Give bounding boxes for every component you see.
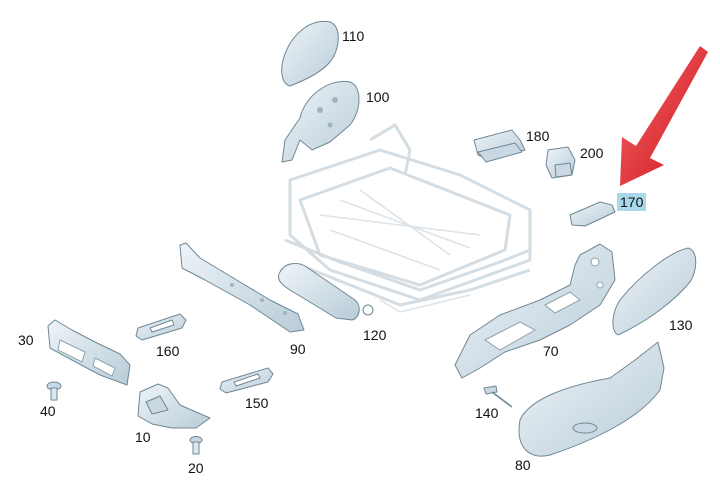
- label-180: 180: [526, 128, 550, 144]
- pointer-arrow: [620, 46, 708, 186]
- label-40: 40: [40, 403, 56, 419]
- label-30: 30: [18, 332, 34, 348]
- label-150: 150: [245, 395, 269, 411]
- part-170[interactable]: [569, 201, 616, 227]
- part-30[interactable]: [47, 319, 131, 386]
- part-130[interactable]: [612, 247, 697, 336]
- label-110: 110: [342, 28, 365, 44]
- label-70: 70: [543, 343, 559, 359]
- part-120[interactable]: [277, 263, 360, 321]
- part-90[interactable]: [179, 242, 305, 333]
- label-140: 140: [475, 405, 499, 421]
- part-70[interactable]: [454, 243, 616, 379]
- label-120: 120: [363, 327, 387, 343]
- part-80[interactable]: [518, 341, 665, 457]
- seat-frame: [284, 123, 532, 313]
- part-110[interactable]: [281, 20, 339, 87]
- part-40[interactable]: [46, 381, 62, 401]
- part-20[interactable]: [189, 436, 203, 455]
- label-20: 20: [188, 460, 204, 476]
- label-80: 80: [515, 457, 531, 473]
- part-10[interactable]: [137, 383, 211, 429]
- part-100[interactable]: [281, 80, 360, 163]
- label-10: 10: [135, 429, 151, 445]
- label-90: 90: [290, 341, 306, 357]
- label-200: 200: [580, 145, 604, 161]
- part-140[interactable]: [483, 385, 513, 408]
- label-100: 100: [366, 89, 390, 105]
- label-160: 160: [156, 343, 180, 359]
- label-130: 130: [669, 317, 693, 333]
- label-170: 170: [617, 193, 647, 211]
